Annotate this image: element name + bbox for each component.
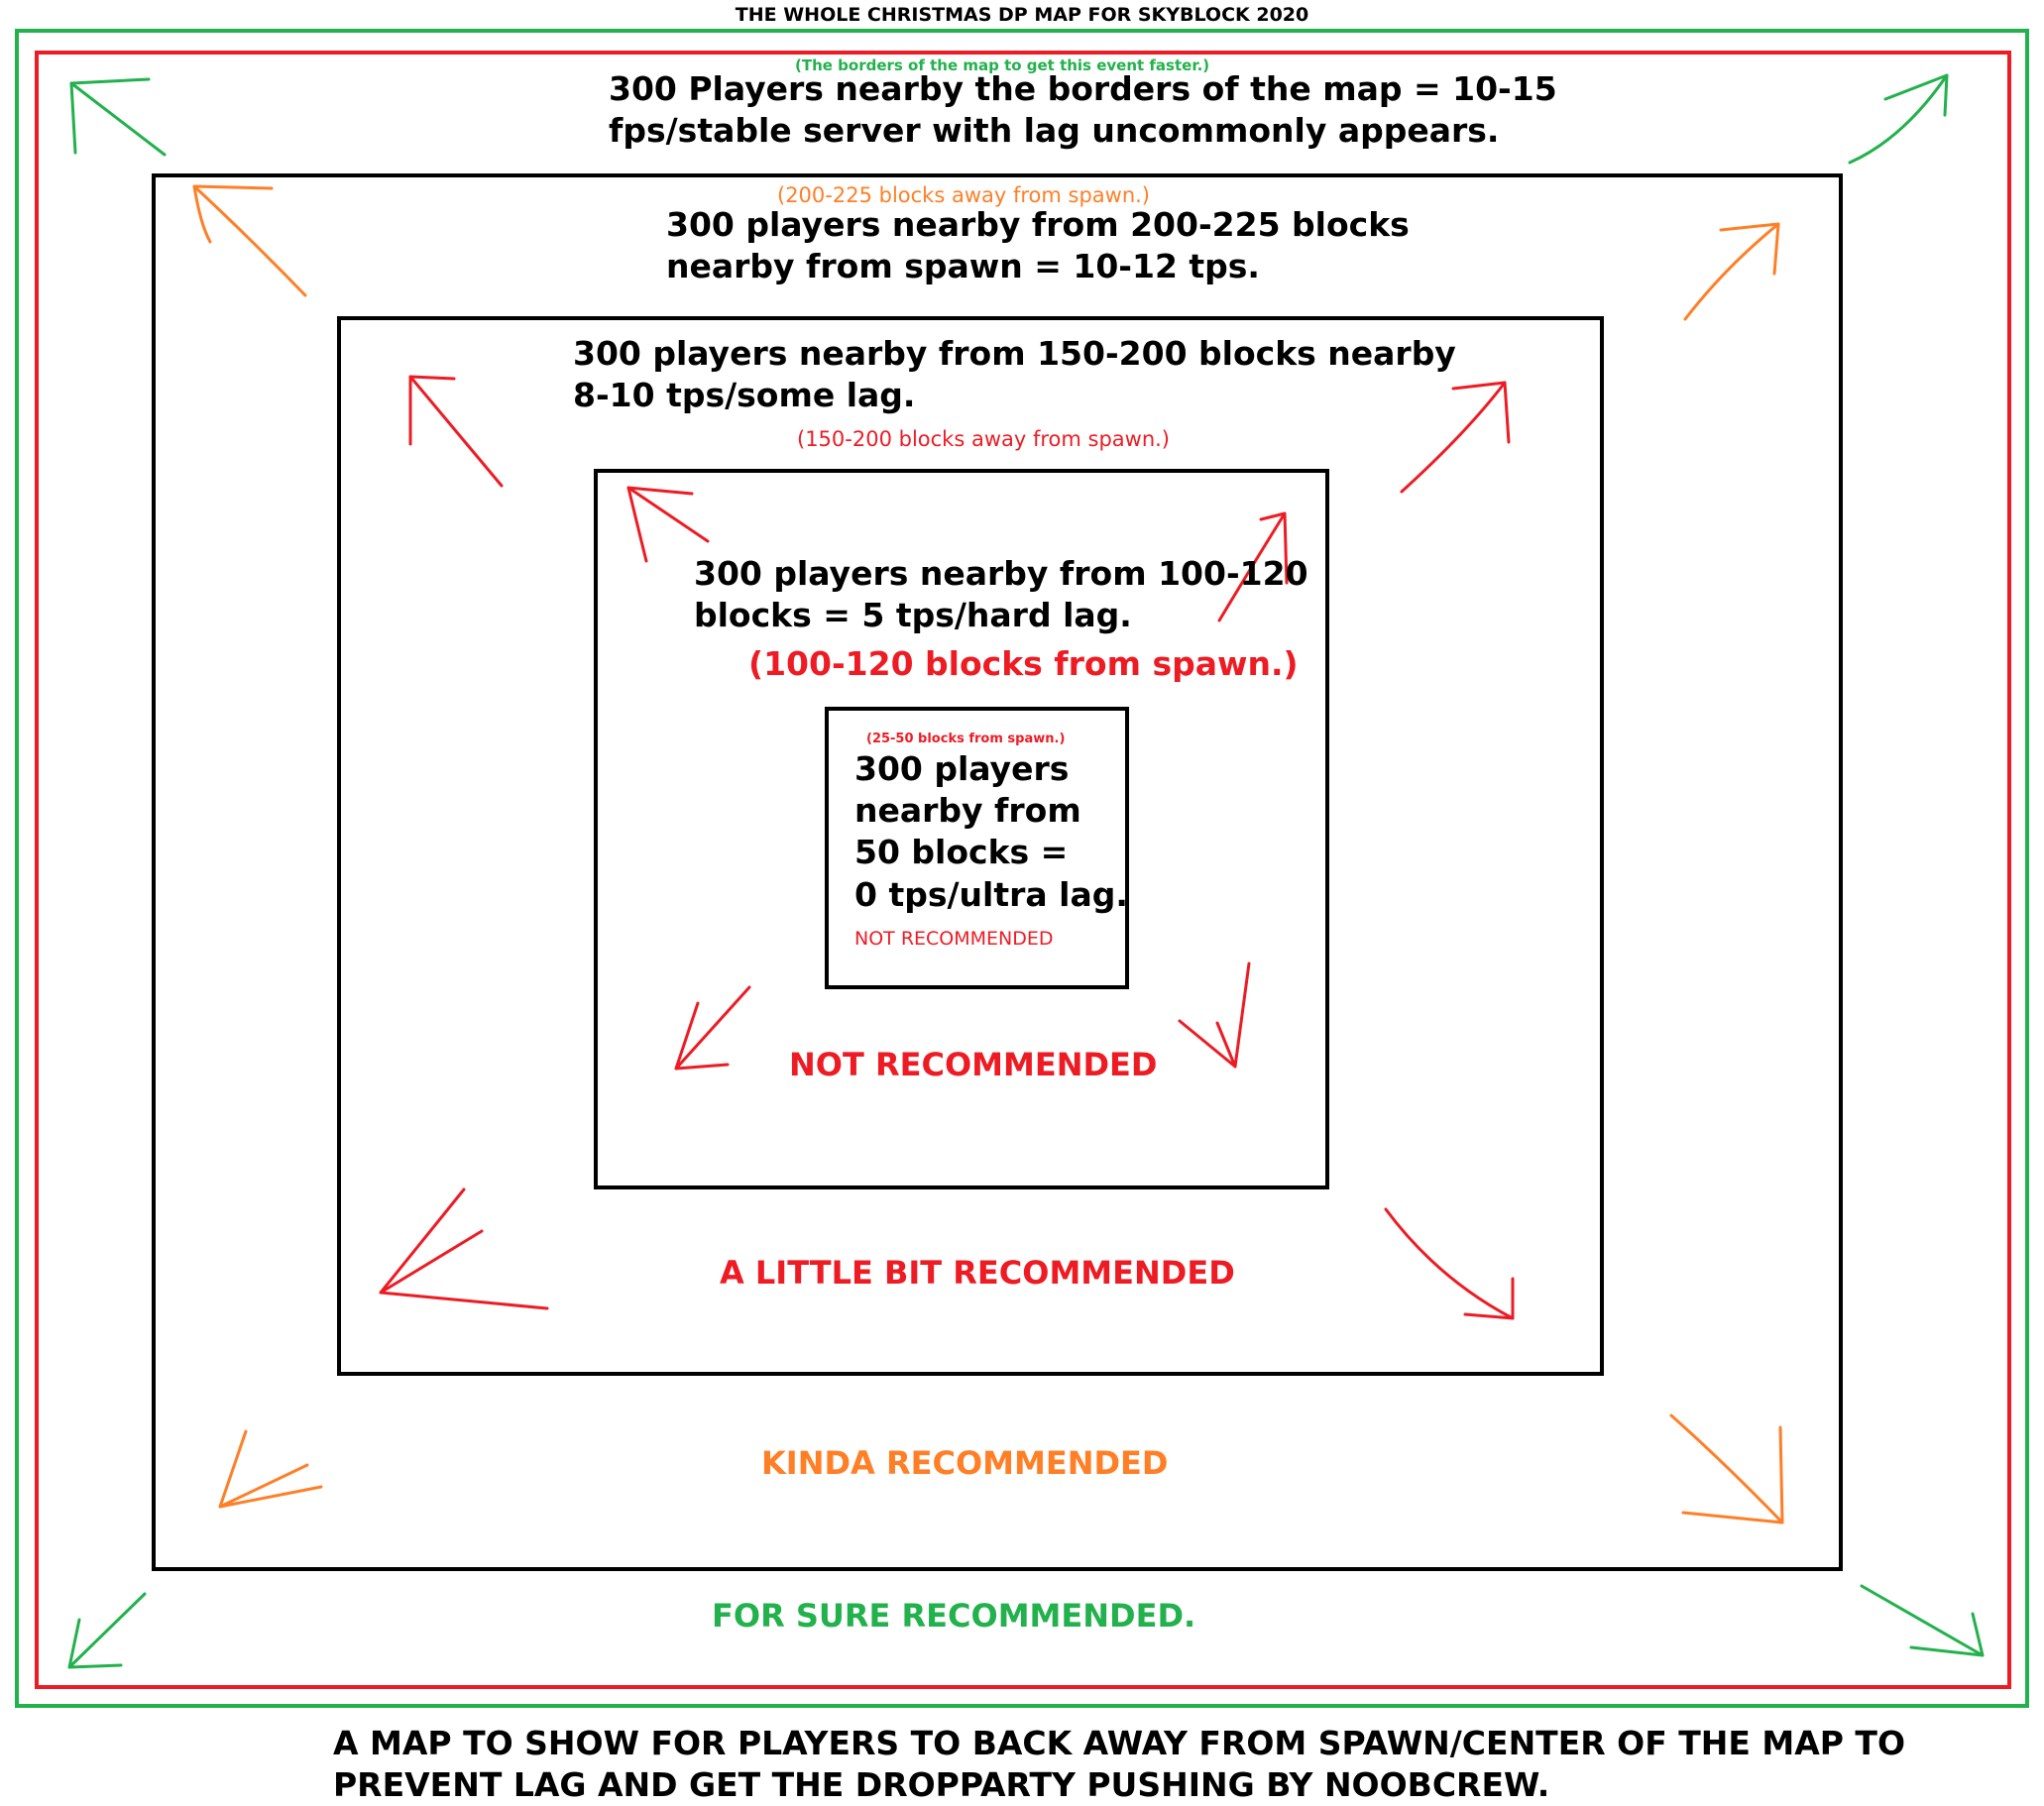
center-verdict: NOT RECOMMENDED <box>854 928 1054 950</box>
zone-200-225-text: 300 players nearby from 200-225 blocks n… <box>666 205 1410 286</box>
zone-150-200-box <box>337 316 1604 1376</box>
zone-200-225-box <box>152 173 1843 1571</box>
arrow-top-right-icon <box>1217 511 1289 622</box>
arrow-top-right-icon <box>1848 73 1949 165</box>
arrow-bottom-right-icon <box>1178 961 1251 1069</box>
center-text: 300 players nearby from 50 blocks = 0 tp… <box>854 749 1128 914</box>
arrow-top-right-icon <box>1400 381 1511 494</box>
arrow-bottom-right-icon <box>1669 1413 1784 1524</box>
center-spawn-box <box>825 707 1129 989</box>
arrow-bottom-left-icon <box>674 985 751 1071</box>
zone-100-120-verdict: NOT RECOMMENDED <box>789 1046 1158 1083</box>
zone-150-200-note: (150-200 blocks away from spawn.) <box>797 427 1171 451</box>
red-map-border <box>35 51 2011 1689</box>
arrow-top-left-icon <box>192 184 307 297</box>
zone-100-120-box <box>594 469 1329 1189</box>
zone-100-120-note: (100-120 blocks from spawn.) <box>748 644 1299 683</box>
zone-200-225-verdict: KINDA RECOMMENDED <box>761 1444 1169 1482</box>
arrow-bottom-left-icon <box>218 1429 323 1509</box>
arrow-bottom-right-icon <box>1384 1207 1515 1320</box>
arrow-bottom-left-icon <box>67 1592 147 1669</box>
zone-150-200-text: 300 players nearby from 150-200 blocks n… <box>573 334 1456 415</box>
page-title: THE WHOLE CHRISTMAS DP MAP FOR SKYBLOCK … <box>735 4 1309 26</box>
zone-100-120-text: 300 players nearby from 100-120 blocks =… <box>694 554 1308 635</box>
arrow-bottom-right-icon <box>1860 1584 1985 1657</box>
border-zone-verdict: FOR SURE RECOMMENDED. <box>712 1597 1196 1635</box>
border-zone-text: 300 Players nearby the borders of the ma… <box>609 69 1557 151</box>
border-zone-note: (The borders of the map to get this even… <box>795 56 1210 74</box>
arrow-bottom-left-icon <box>379 1187 549 1310</box>
arrow-top-right-icon <box>1683 222 1780 321</box>
center-note: (25-50 blocks from spawn.) <box>866 732 1066 746</box>
map-caption: A MAP TO SHOW FOR PLAYERS TO BACK AWAY F… <box>333 1724 1905 1805</box>
zone-150-200-verdict: A LITTLE BIT RECOMMENDED <box>720 1254 1235 1292</box>
zone-200-225-note: (200-225 blocks away from spawn.) <box>777 183 1151 207</box>
arrow-top-left-icon <box>69 77 167 157</box>
arrow-top-left-icon <box>626 486 710 563</box>
arrow-top-left-icon <box>408 375 504 488</box>
outer-green-border <box>15 29 2029 1708</box>
